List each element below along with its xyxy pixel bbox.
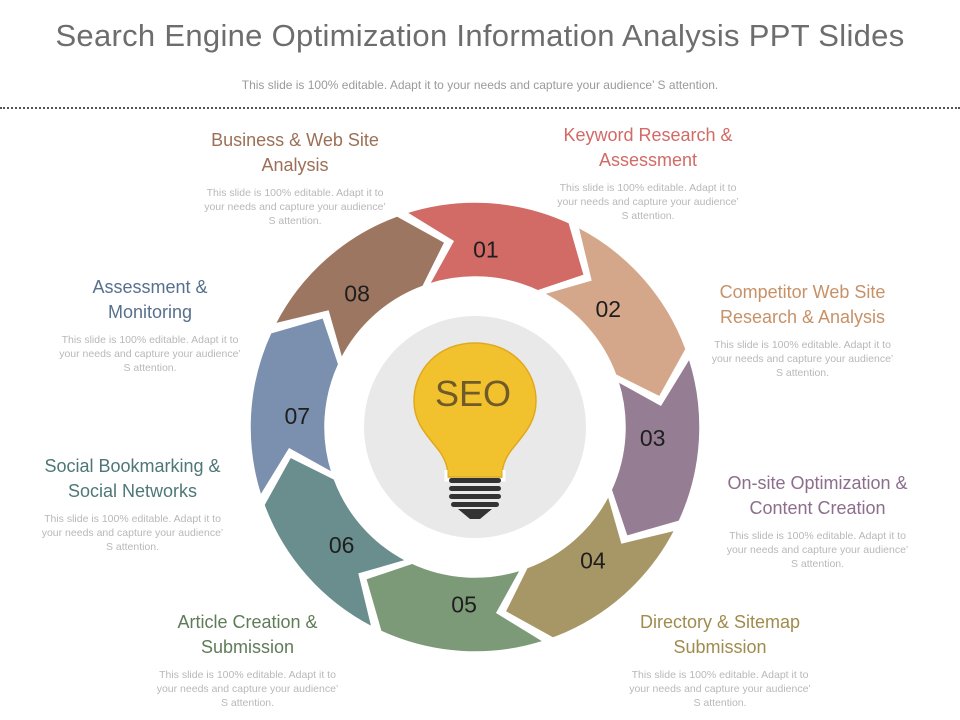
step-08-title: Business & Web Site Analysis [211,130,379,175]
step-arrow-01 [404,201,586,292]
step-05-title: Article Creation & Submission [177,612,318,657]
step-number-03: 03 [640,425,666,451]
cycle-step-numbers: 01 02 03 04 05 06 07 08 [285,236,666,617]
step-03-label: On-site Optimization & Content Creation … [705,471,930,571]
slide-subtitle: This slide is 100% editable. Adapt it to… [241,78,719,92]
slide-title: Search Engine Optimization Information A… [55,18,905,53]
step-arrow-07 [249,316,340,498]
step-05-label: Article Creation & Submission This slide… [150,610,345,710]
cycle-arrows [249,201,701,653]
step-arrow-06 [263,456,409,629]
step-07-label: Assessment & Monitoring This slide is 10… [55,275,245,375]
step-01-text: This slide is 100% editable. Adapt it to… [557,182,739,222]
step-arrow-02 [541,225,687,398]
step-number-08: 08 [344,281,370,307]
step-number-02: 02 [596,296,622,322]
step-01-title: Keyword Research & Assessment [563,125,733,170]
step-07-text: This slide is 100% editable. Adapt it to… [59,334,241,374]
step-05-text: This slide is 100% editable. Adapt it to… [156,669,339,709]
step-arrow-04 [504,493,677,639]
step-number-06: 06 [329,532,355,558]
step-06-title: Social Bookmarking & Social Networks [44,456,221,501]
step-arrow-05 [364,562,546,653]
step-number-07: 07 [285,403,311,429]
step-03-text: This slide is 100% editable. Adapt it to… [726,530,909,570]
step-06-text: This slide is 100% editable. Adapt it to… [41,513,224,553]
step-01-label: Keyword Research & Assessment This slide… [543,123,753,223]
step-04-text: This slide is 100% editable. Adapt it to… [629,669,811,709]
step-02-text: This slide is 100% editable. Adapt it to… [711,339,894,379]
step-06-label: Social Bookmarking & Social Networks Thi… [35,454,230,554]
step-08-text: This slide is 100% editable. Adapt it to… [204,187,386,227]
seo-label: SEO [435,373,511,414]
step-02-label: Competitor Web Site Research & Analysis … [690,280,915,380]
step-03-title: On-site Optimization & Content Creation [727,473,908,518]
step-number-01: 01 [473,236,499,262]
step-07-title: Assessment & Monitoring [92,277,208,322]
step-arrow-03 [610,356,701,538]
step-08-label: Business & Web Site Analysis This slide … [195,128,395,228]
step-arrow-08 [273,215,446,361]
step-04-label: Directory & Sitemap Submission This slid… [615,610,825,710]
step-02-title: Competitor Web Site Research & Analysis [719,282,886,327]
step-04-title: Directory & Sitemap Submission [639,612,801,657]
step-number-05: 05 [451,592,477,618]
step-number-04: 04 [580,547,606,573]
title-divider [0,107,960,109]
lightbulb-icon [413,342,537,519]
